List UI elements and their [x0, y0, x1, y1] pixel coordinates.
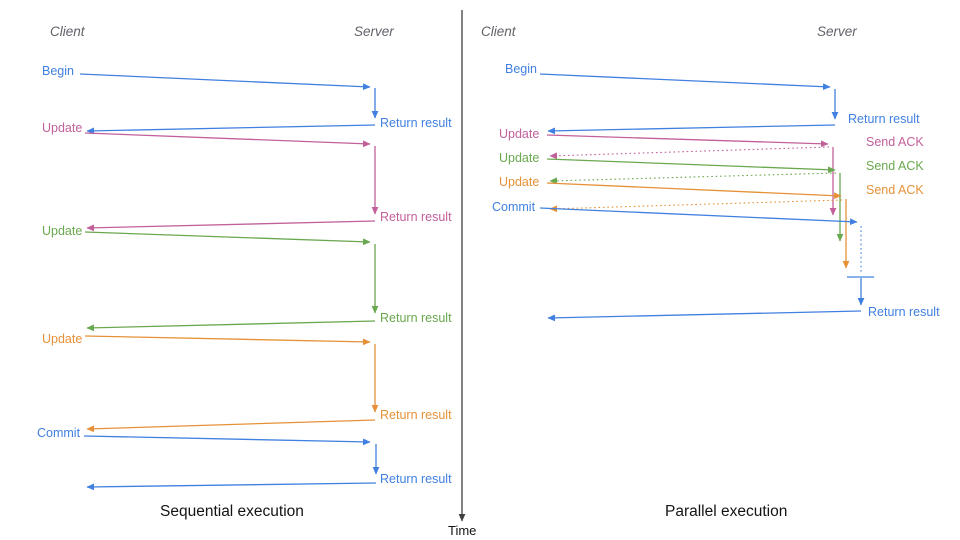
par-update3-request-arrow — [546, 182, 842, 200]
seq-begin-return-arrow — [86, 124, 376, 135]
par-update2-ack-label: Send ACK — [866, 159, 924, 173]
seq-server-header: Server — [354, 24, 394, 39]
seq-update3-label: Update — [42, 332, 83, 346]
seq-update2-label: Update — [42, 224, 83, 238]
seq-update1-request-arrow — [84, 132, 371, 148]
seq-update1-return-arrow — [86, 220, 376, 232]
par-begin-label: Begin — [505, 62, 537, 76]
seq-update1-label: Update — [42, 121, 83, 135]
seq-commit-label: Commit — [37, 426, 81, 440]
par-update1-ack-arrow — [549, 146, 830, 160]
seq-update1-response-label: Return result — [380, 210, 452, 224]
seq-begin-response-label: Return result — [380, 116, 452, 130]
seq-title: Sequential execution — [160, 503, 304, 520]
seq-commit-request-arrow — [83, 435, 371, 446]
par-commit-return-arrow — [547, 310, 862, 322]
par-begin-return-arrow — [547, 124, 836, 135]
seq-update2-response-label: Return result — [380, 311, 452, 325]
par-begin-request-arrow — [539, 73, 831, 91]
par-title: Parallel execution — [665, 503, 788, 520]
seq-commit-return-arrow — [86, 482, 377, 491]
par-update2-label: Update — [499, 151, 540, 165]
seq-begin-request-arrow — [79, 73, 371, 91]
par-update3-label: Update — [499, 175, 540, 189]
seq-client-header: Client — [50, 24, 85, 39]
par-update3-ack-label: Send ACK — [866, 183, 924, 197]
seq-update3-return-arrow — [86, 419, 376, 433]
par-update2-request-arrow — [546, 158, 836, 174]
seq-begin-label: Begin — [42, 64, 74, 78]
seq-update2-request-arrow — [84, 231, 371, 246]
par-commit-request-arrow — [539, 207, 858, 226]
par-update2-ack-arrow — [549, 172, 837, 185]
seq-update2-return-arrow — [86, 320, 376, 332]
par-commit-label: Commit — [492, 200, 536, 214]
seq-commit-response-label: Return result — [380, 472, 452, 486]
par-commit-response-label: Return result — [868, 305, 940, 319]
par-update1-request-arrow — [546, 134, 829, 148]
seq-update3-response-label: Return result — [380, 408, 452, 422]
time-axis-label: Time — [448, 523, 477, 538]
par-update1-ack-label: Send ACK — [866, 135, 924, 149]
par-begin-response-label: Return result — [848, 112, 920, 126]
par-server-header: Server — [817, 24, 857, 39]
par-update1-label: Update — [499, 127, 540, 141]
par-update3-ack-arrow — [549, 199, 843, 213]
seq-update3-request-arrow — [84, 335, 371, 346]
par-client-header: Client — [481, 24, 516, 39]
